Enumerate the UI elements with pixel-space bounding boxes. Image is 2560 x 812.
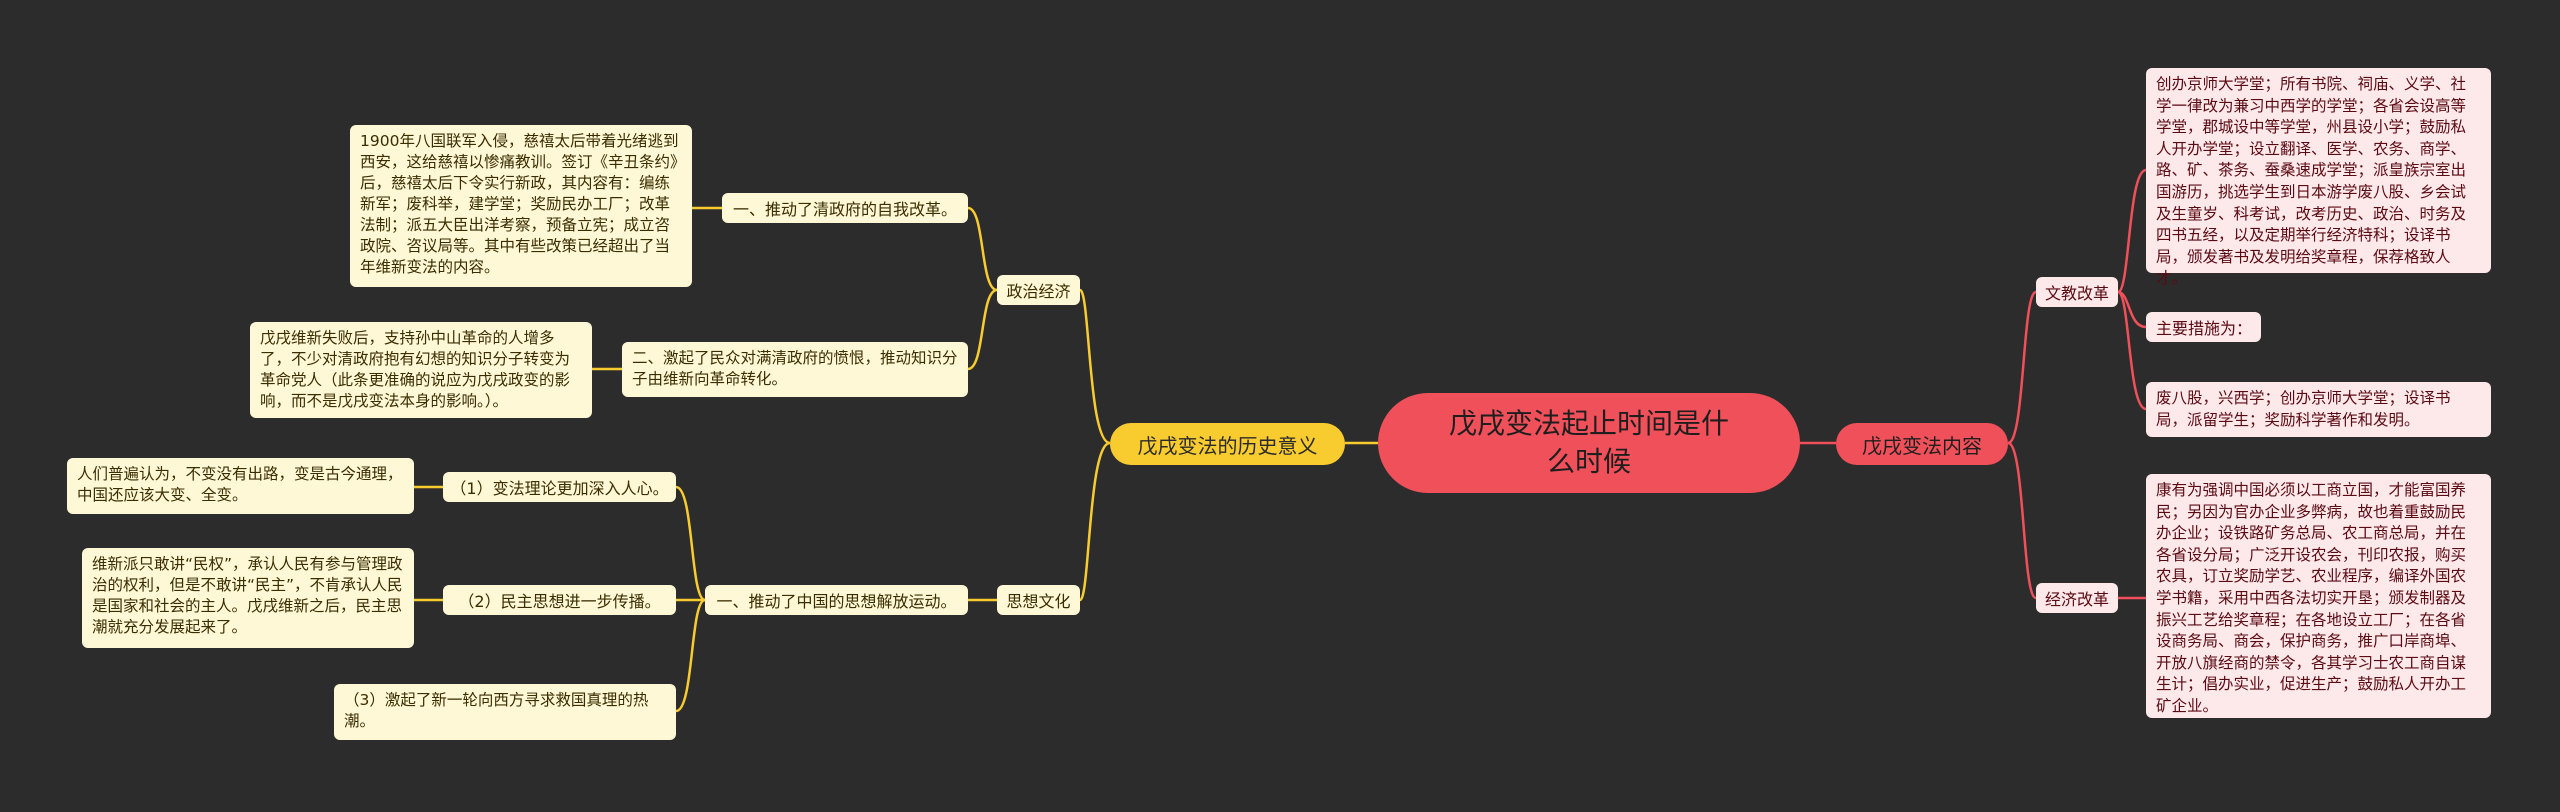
topic-thought-liberation[interactable]: 一、推动了中国的思想解放运动。 xyxy=(705,585,968,615)
link-left-politics xyxy=(1078,288,1111,445)
topic-thought-culture[interactable]: 思想文化 xyxy=(997,585,1080,615)
detail-reform-theory[interactable]: 人们普遍认为，不变没有出路，变是古今通理，中国还应该大变、全变。 xyxy=(67,458,414,514)
link-thought-sub3 xyxy=(675,598,706,713)
root-topic[interactable]: 戊戌变法起止时间是什么时候 xyxy=(1378,393,1800,493)
link-right-economy xyxy=(2007,441,2038,600)
topic-politics-economy[interactable]: 政治经济 xyxy=(997,275,1080,305)
topic-resentment[interactable]: 二、激起了民众对满清政府的愤恨，推动知识分子由维新向革命转化。 xyxy=(622,342,968,397)
link-thought-sub1 xyxy=(675,485,706,602)
detail-culture-summary[interactable]: 废八股，兴西学；创办京师大学堂；设译书局，派留学生；奖励科学著作和发明。 xyxy=(2146,382,2491,437)
detail-main-measures[interactable]: 主要措施为： xyxy=(2146,312,2261,342)
detail-resentment[interactable]: 戊戌维新失败后，支持孙中山革命的人增多了，不少对清政府抱有幻想的知识分子转变为革… xyxy=(250,322,592,418)
branch-reform-content[interactable]: 戊戌变法内容 xyxy=(1836,423,2008,465)
link-culture-detail1 xyxy=(2116,168,2147,294)
topic-culture-education[interactable]: 文教改革 xyxy=(2036,277,2118,307)
topic-reform-theory[interactable]: （1）变法理论更加深入人心。 xyxy=(443,472,676,502)
detail-economic-reform[interactable]: 康有为强调中国必须以工商立国，才能富国养民；另因为官办企业多弊病，故也着重鼓励民… xyxy=(2146,474,2491,718)
detail-self-reform[interactable]: 1900年八国联军入侵，慈禧太后带着光绪逃到西安，这给慈禧以惨痛教训。签订《辛丑… xyxy=(350,125,692,287)
detail-democracy-spread[interactable]: 维新派只敢讲“民权”，承认人民有参与管理政治的权利，但是不敢讲“民主”，不肯承认… xyxy=(82,548,414,648)
link-right-culture xyxy=(2007,290,2038,445)
topic-new-wave[interactable]: （3）激起了新一轮向西方寻求救国真理的热潮。 xyxy=(334,684,676,740)
link-politics-item2 xyxy=(967,288,998,371)
link-culture-detail3 xyxy=(2116,290,2147,411)
topic-democracy-spread[interactable]: （2）民主思想进一步传播。 xyxy=(443,585,676,615)
topic-economic-reform[interactable]: 经济改革 xyxy=(2036,583,2118,613)
link-left-thought xyxy=(1078,441,1111,602)
branch-historical-significance[interactable]: 戊戌变法的历史意义 xyxy=(1110,423,1345,465)
link-politics-item1 xyxy=(967,206,998,292)
topic-self-reform[interactable]: 一、推动了清政府的自我改革。 xyxy=(722,193,968,223)
detail-culture-measures[interactable]: 创办京师大学堂；所有书院、祠庙、义学、社学一律改为兼习中西学的学堂；各省会设高等… xyxy=(2146,68,2491,287)
